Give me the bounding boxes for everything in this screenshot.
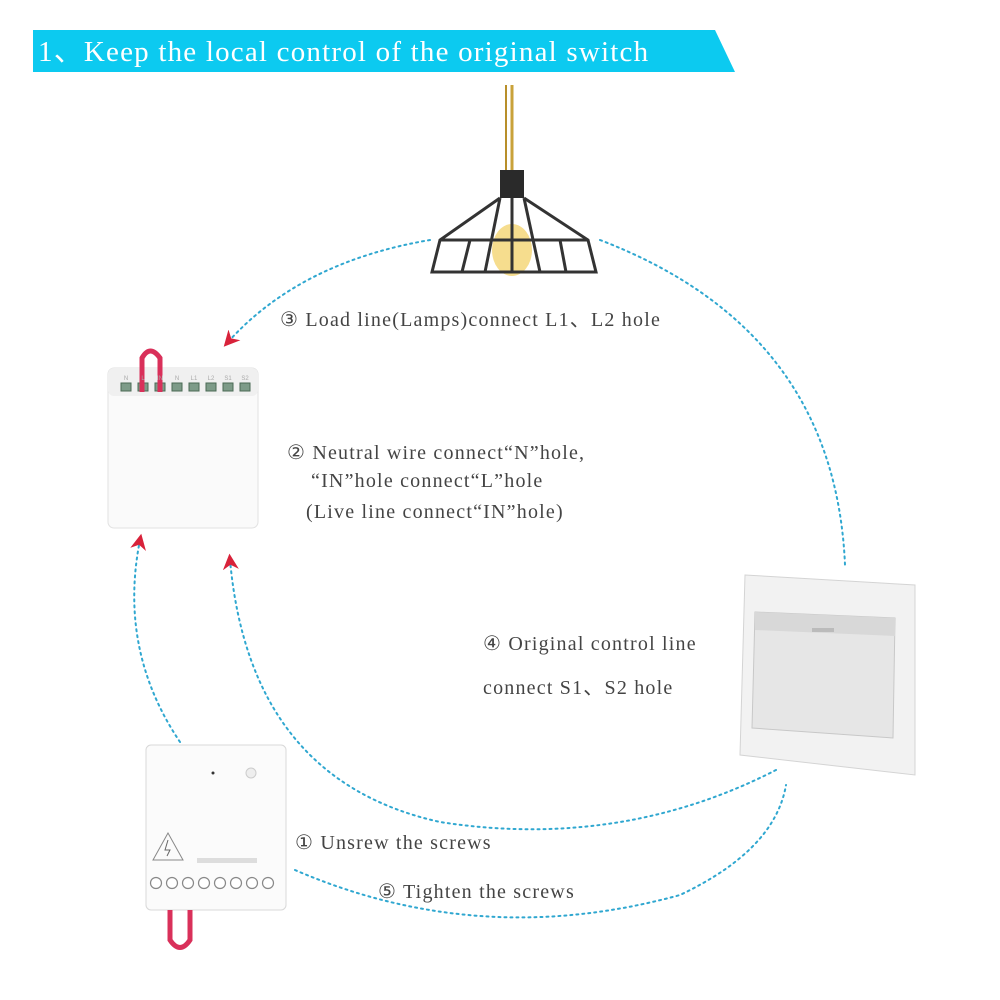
step-4-control-label-line1: ④ Original control line: [483, 633, 697, 655]
header-banner: [33, 30, 735, 72]
terminal-label: L2: [208, 376, 215, 382]
dotted-path-bottom-module-to-top-module: [130, 533, 181, 743]
terminal-label: S2: [241, 376, 249, 382]
step-4-control-label-line2: connect S1、S2 hole: [483, 677, 674, 699]
step-1-unscrew-label: ① Unsrew the screws: [295, 832, 492, 854]
dotted-path-lamp-to-module: [223, 239, 431, 347]
step-2-neutral-label-line3: (Live line connect“IN”hole): [306, 501, 564, 523]
step-3-load-line-label: ③ Load line(Lamps)connect L1、L2 hole: [280, 309, 662, 331]
relay-module-top-view: N L IN N L1 L2 S1 S2: [107, 348, 259, 529]
header-title: 1、Keep the local control of the original…: [38, 36, 650, 68]
step-5-tighten-label: ⑤ Tighten the screws: [378, 881, 575, 903]
terminal-label: S1: [224, 376, 232, 382]
step-2-neutral-label-line1: ② Neutral wire connect“N”hole,: [287, 442, 586, 464]
terminal-label: N: [175, 376, 179, 382]
terminal-label: IN: [157, 376, 163, 382]
terminal-label: L: [141, 376, 145, 382]
wall-switch-image: [739, 574, 916, 776]
dotted-path-lamp-to-switch: [599, 239, 846, 566]
terminal-label: L1: [191, 376, 198, 382]
pendant-lamp-image: [430, 85, 598, 276]
step-2-neutral-label-line2: “IN”hole connect“L”hole: [311, 470, 544, 492]
relay-module-front-view: [145, 744, 287, 950]
dotted-path-bottom-module-to-switch: [294, 784, 787, 919]
terminal-label: N: [124, 376, 128, 382]
